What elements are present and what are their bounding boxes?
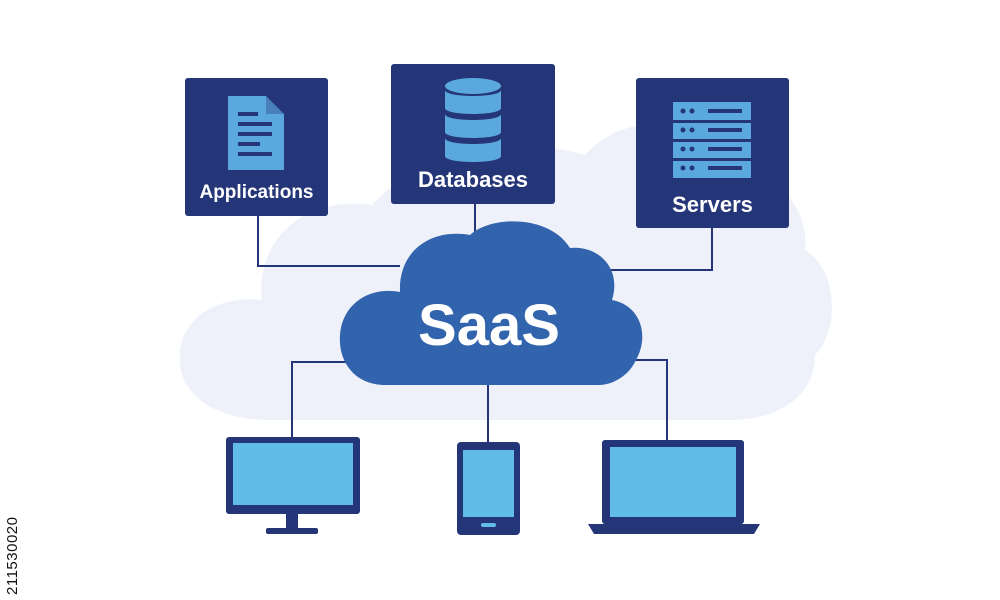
saas-label: SaaS — [418, 293, 560, 358]
tablet-icon — [457, 442, 520, 535]
cloud-icon — [339, 221, 643, 385]
databases-label: Databases — [418, 167, 528, 192]
desktop-monitor-icon — [226, 437, 360, 534]
applications-tile: Applications — [185, 78, 328, 216]
laptop-icon — [588, 440, 760, 534]
servers-tile: Servers — [636, 78, 789, 228]
servers-label: Servers — [672, 192, 753, 217]
applications-label: Applications — [199, 182, 313, 203]
document-icon — [228, 96, 284, 170]
saas-cloud: SaaS — [339, 221, 643, 385]
server-rack-icon — [673, 102, 751, 178]
connector-applications — [257, 216, 400, 267]
database-icon — [445, 78, 501, 162]
connector-laptop — [625, 359, 668, 440]
databases-tile: Databases — [391, 64, 555, 204]
connector-desktop — [291, 361, 348, 437]
stock-id-text: 211530020 — [4, 516, 21, 595]
